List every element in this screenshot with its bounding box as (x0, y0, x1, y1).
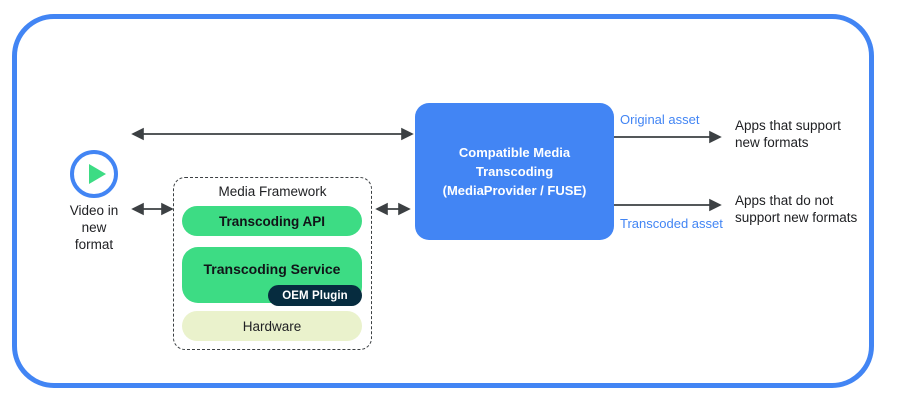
video-source-caption: Video in new format (69, 203, 119, 252)
play-triangle-icon (89, 164, 106, 184)
arrow-video-to-framework (131, 202, 174, 216)
media-framework-title: Media Framework (218, 184, 327, 199)
badge-oem-plugin[interactable]: OEM Plugin (268, 285, 362, 306)
arrow-framework-to-cmt (375, 202, 411, 216)
arrow-video-to-cmt-top (131, 127, 414, 141)
layer-hardware[interactable]: Hardware (182, 311, 362, 341)
layer-transcoding-api[interactable]: Transcoding API (182, 206, 362, 236)
compatible-media-transcoding-block[interactable]: Compatible Media Transcoding (MediaProvi… (415, 103, 614, 240)
arrow-cmt-to-apps-nosupport (614, 198, 722, 212)
edge-label-original-asset: Original asset (620, 112, 700, 127)
sink-apps-that-do-not-support: Apps that do not support new formats (735, 193, 858, 225)
edge-label-transcoded-asset: Transcoded asset (620, 216, 723, 231)
media-framework-container (173, 177, 372, 350)
compatible-media-transcoding-label: Compatible Media Transcoding (MediaProvi… (442, 145, 587, 198)
sink-apps-that-support: Apps that support new formats (735, 118, 841, 150)
play-circle-icon (70, 150, 118, 198)
arrow-cmt-to-apps-support (614, 130, 722, 144)
